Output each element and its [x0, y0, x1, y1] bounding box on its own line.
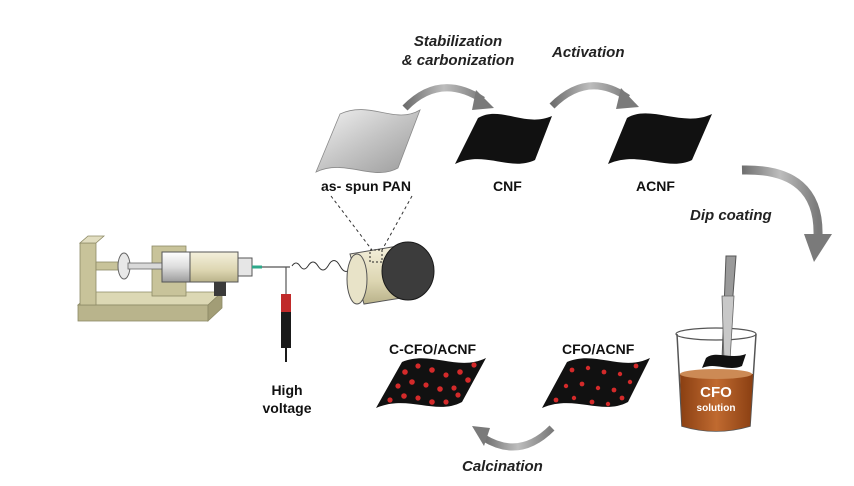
c-cfo-acnf-sheet — [376, 358, 486, 408]
high-voltage-label: High voltage — [250, 381, 324, 417]
zoom-lines — [330, 195, 413, 251]
beaker — [675, 327, 757, 432]
tweezers — [702, 255, 746, 368]
material-label-cnf: CNF — [493, 178, 522, 194]
as-spun-pan-sheet — [315, 109, 421, 173]
arrow-dip-coating — [741, 165, 832, 262]
high-voltage-label-line: High — [271, 382, 303, 398]
beaker-label: CFO solution — [682, 384, 750, 415]
step-label-line: & carbonization — [401, 52, 515, 69]
arrow-stabilization — [402, 84, 494, 111]
material-label-as-spun-pan: as- spun PAN — [321, 178, 411, 194]
beaker-label-solution: solution — [696, 403, 736, 414]
material-label-c-cfo-acnf: C-CFO/ACNF — [389, 341, 477, 357]
step-label-line: Stabilization — [413, 33, 503, 50]
arrow-activation — [549, 82, 639, 109]
material-label-cfo-acnf: CFO/ACNF — [562, 341, 635, 357]
arrow-calcination — [472, 425, 555, 451]
syringe — [117, 251, 290, 296]
acnf-sheet — [608, 113, 712, 164]
beaker-label-cfo: CFO — [700, 384, 732, 401]
high-voltage-label-line: voltage — [262, 400, 312, 416]
step-label-activation: Activation — [552, 44, 625, 61]
step-label-dip-coating: Dip coating — [690, 207, 772, 224]
high-voltage-source — [281, 267, 291, 362]
cnf-sheet — [455, 113, 552, 164]
cfo-acnf-sheet — [542, 358, 650, 408]
step-label-stabilization: Stabilization & carbonization — [378, 32, 538, 70]
step-label-calcination: Calcination — [462, 458, 543, 475]
collector-drum — [346, 241, 435, 305]
material-label-acnf: ACNF — [636, 178, 675, 194]
